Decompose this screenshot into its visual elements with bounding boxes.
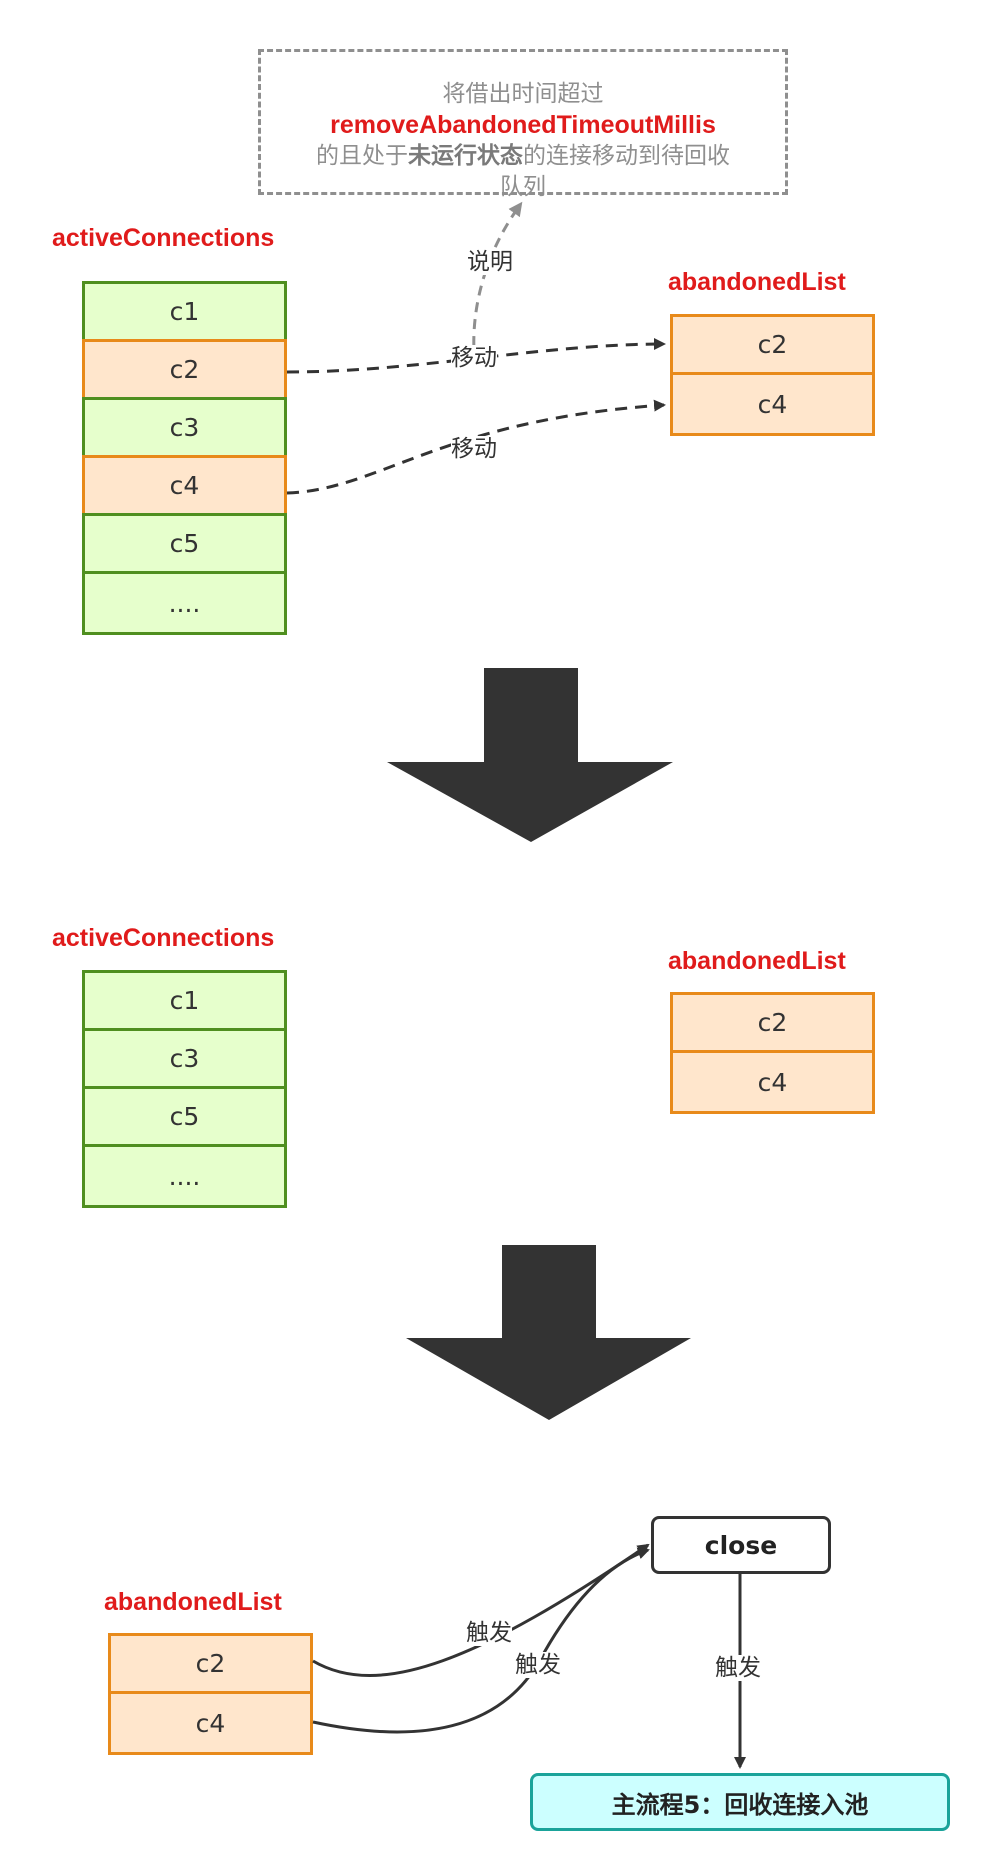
note-line-4: 队列 <box>500 174 546 200</box>
stage1-active-title: activeConnections <box>52 224 275 252</box>
stage2-active-title: activeConnections <box>52 924 275 952</box>
trigger-label-c4: 触发 <box>515 1652 561 1678</box>
stage3-abandoned-title: abandonedList <box>104 1588 282 1616</box>
stage2-abandoned-title: abandonedList <box>668 947 846 975</box>
note-line-3: 的且处于未运行状态的连接移动到待回收 <box>261 141 785 172</box>
move-arrow-c2 <box>286 338 666 374</box>
stage1-abandoned-title: abandonedList <box>668 268 846 296</box>
stage2-active-list: c1 c3 c5 .... <box>82 970 287 1208</box>
close-method-box: close <box>651 1516 831 1574</box>
move-arrow-c4 <box>286 399 666 495</box>
stage2-abandoned-list: c2 c4 <box>670 992 875 1114</box>
down-arrow-2 <box>406 1245 691 1420</box>
note-highlight-param: removeAbandonedTimeoutMillis <box>330 111 716 139</box>
note-line-3-post: 的连接移动到待回收 <box>523 143 730 169</box>
note-line-3-bold: 未运行状态 <box>408 143 523 169</box>
trigger-label-close: 触发 <box>715 1655 761 1681</box>
stage1-active-list: c1 c2 c3 c4 c5 .... <box>82 281 287 635</box>
trigger-label-c2: 触发 <box>466 1620 512 1646</box>
stage2-abandoned-item: c4 <box>670 1050 875 1114</box>
main-flow-5-box: 主流程5：回收连接入池 <box>530 1773 950 1831</box>
note-line-3-pre: 的且处于 <box>316 143 408 169</box>
move-label-c4: 移动 <box>451 436 497 462</box>
explain-label: 说明 <box>467 249 513 275</box>
stage1-abandoned-list: c2 c4 <box>670 314 875 436</box>
stage3-abandoned-list: c2 c4 <box>108 1633 313 1755</box>
move-label-c2: 移动 <box>451 345 497 371</box>
explain-connector <box>472 201 523 364</box>
stage2-active-item: c5 <box>82 1086 287 1147</box>
stage2-active-item: .... <box>82 1144 287 1208</box>
stage1-active-item: .... <box>82 571 287 635</box>
stage3-abandoned-item: c4 <box>108 1691 313 1755</box>
stage1-abandoned-item: c4 <box>670 372 875 436</box>
down-arrow-1 <box>387 668 673 842</box>
note-line-1: 将借出时间超过 <box>442 81 604 107</box>
trigger-arrow-c2 <box>312 1543 650 1677</box>
stage1-active-item: c4 <box>82 455 287 516</box>
explanation-note: 将借出时间超过 removeAbandonedTimeoutMillis 的且处… <box>258 49 788 200</box>
